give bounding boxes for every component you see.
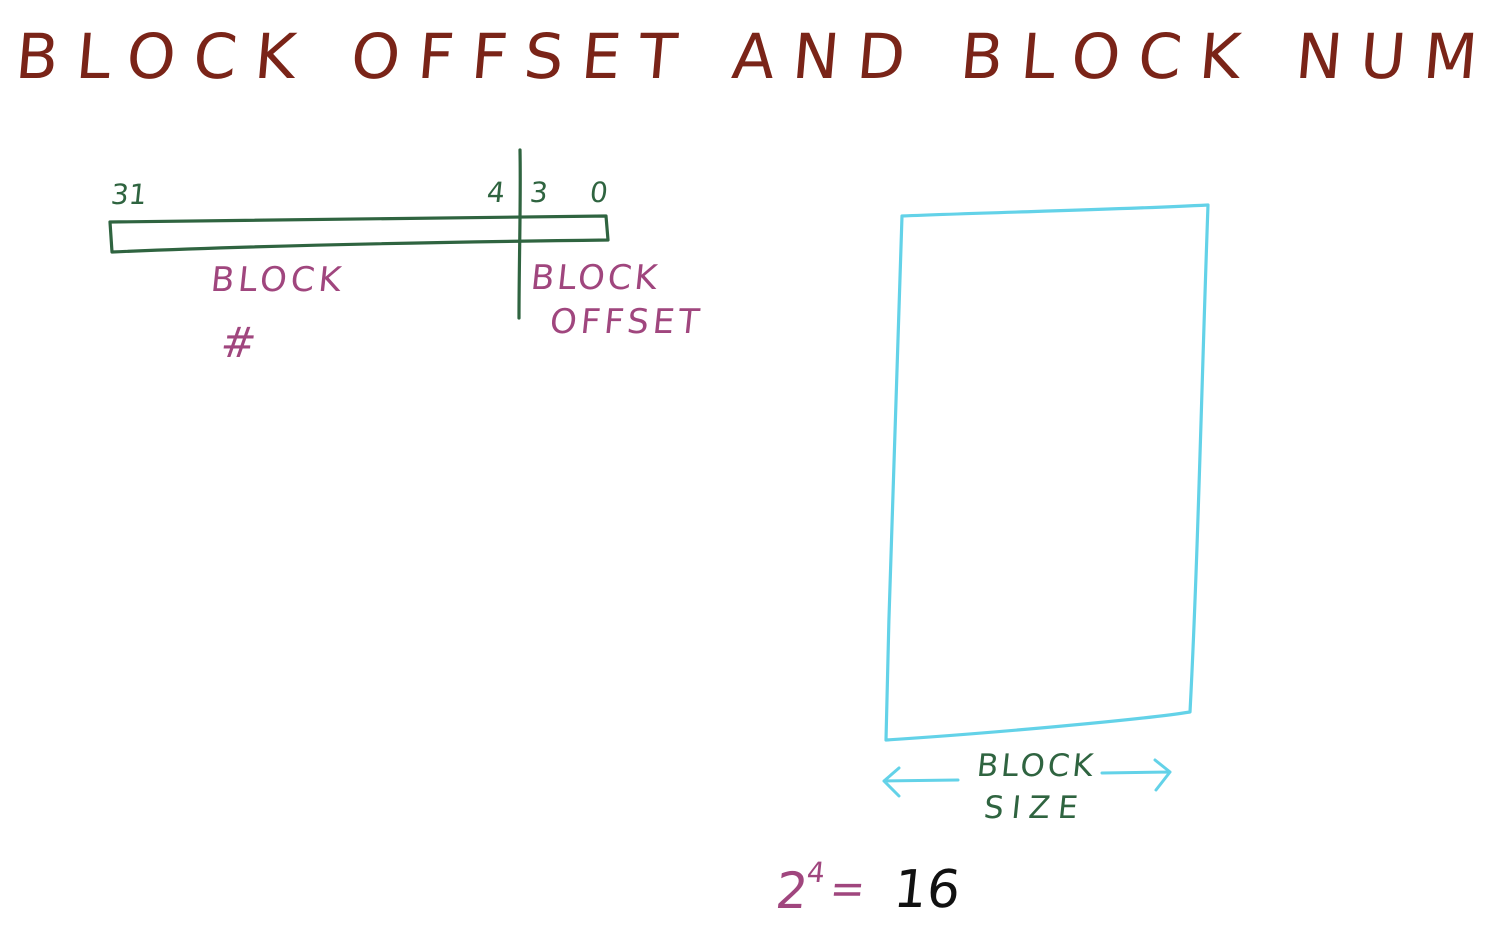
block-size-label-line1: BLOCK [975, 748, 1098, 784]
block-number-label: BLOCK [208, 260, 347, 300]
address-bar-outline [108, 214, 610, 254]
block-offset-label-line2: OFFSET [547, 302, 706, 342]
equation-base: 2 [772, 862, 811, 920]
cache-block-outline [884, 203, 1210, 742]
field-divider-line [517, 148, 522, 320]
bit-index-3: 3 [528, 176, 550, 209]
bit-index-4: 4 [485, 176, 507, 209]
bit-index-0: 0 [588, 176, 610, 209]
block-size-arrows [882, 758, 1172, 798]
equation-equals: = [827, 864, 868, 913]
right-arrow-icon [1100, 758, 1172, 792]
block-offset-label-line1: BLOCK [528, 258, 662, 298]
block-size-label-line2: SIZE [982, 790, 1088, 826]
equation-result: 16 [890, 860, 964, 920]
cache-block [884, 203, 1210, 742]
block-number-symbol: # [218, 318, 259, 367]
address-bar [108, 148, 610, 320]
equation-exponent: 4 [805, 856, 827, 889]
bit-index-31: 31 [109, 178, 149, 211]
left-arrow-icon [882, 766, 960, 798]
